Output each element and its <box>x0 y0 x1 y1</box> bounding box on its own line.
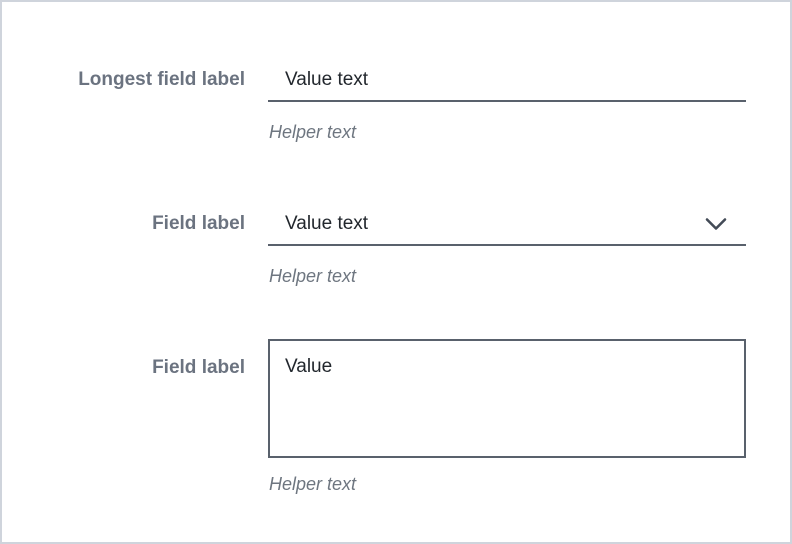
control-column: Value text Helper text <box>268 204 746 288</box>
field-label: Longest field label <box>78 69 245 90</box>
helper-text: Helper text <box>269 122 357 142</box>
label-column: Field label <box>2 204 245 236</box>
field-label: Field label <box>152 213 245 234</box>
label-column: Longest field label <box>2 60 245 92</box>
textarea-field[interactable]: Value <box>268 339 746 458</box>
select-value: Value text <box>285 213 369 234</box>
helper-text: Helper text <box>269 474 357 494</box>
chevron-down-icon[interactable] <box>705 217 727 232</box>
form-row-select: Field label Value text Helper text <box>2 204 790 288</box>
control-column: Value Helper text <box>268 337 746 496</box>
form-row-text-input: Longest field label Helper text <box>2 60 790 144</box>
select-field[interactable]: Value text <box>268 204 746 246</box>
control-column: Helper text <box>268 60 746 144</box>
form-row-textarea: Field label Value Helper text <box>2 337 790 496</box>
label-column: Field label <box>2 337 245 380</box>
text-input[interactable] <box>268 60 746 102</box>
field-label: Field label <box>152 357 245 378</box>
helper-text: Helper text <box>269 266 357 286</box>
